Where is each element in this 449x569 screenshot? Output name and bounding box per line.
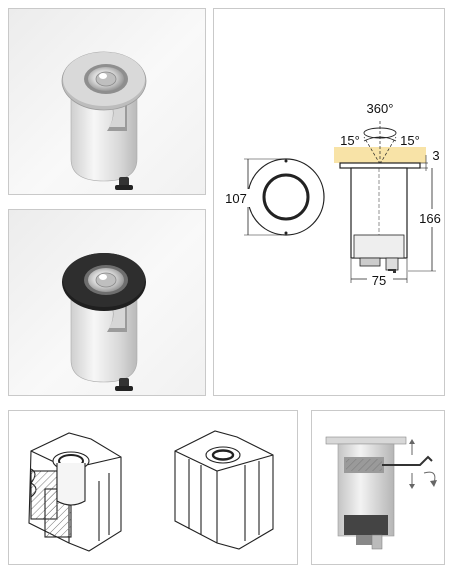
product-photo-steel (8, 8, 206, 195)
steel-fixture-render (61, 51, 147, 190)
diameter-label: 107 (225, 191, 247, 206)
flange-label: 3 (432, 148, 439, 163)
product-photo-black (8, 209, 206, 396)
block-finished (174, 430, 274, 550)
dimension-drawing: 107 360° 15° 15° (222, 101, 444, 288)
installation-cutaway (28, 430, 274, 552)
black-fixture-render (62, 253, 146, 391)
flange-dimension: 3 (420, 148, 440, 171)
ring-front-view (247, 158, 325, 236)
tilt-total-label: 360° (367, 101, 394, 116)
diameter-dimension: 107 (222, 158, 282, 236)
light-glow (334, 147, 426, 163)
block-cutaway (28, 432, 122, 552)
width-label: 75 (372, 273, 386, 288)
tilt-indicator: 360° 15° 15° (340, 101, 420, 165)
installation-drawings (8, 410, 298, 565)
adjustment-drawing (311, 410, 445, 565)
tilt-right-label: 15° (400, 133, 420, 148)
tilt-left-label: 15° (340, 133, 360, 148)
side-profile (339, 162, 421, 273)
technical-drawing: 107 360° 15° 15° (213, 8, 445, 396)
height-dimension: 166 (408, 168, 444, 272)
tilt-adjustment-illustration (325, 436, 437, 550)
height-label: 166 (419, 211, 441, 226)
width-dimension: 75 (350, 259, 408, 288)
